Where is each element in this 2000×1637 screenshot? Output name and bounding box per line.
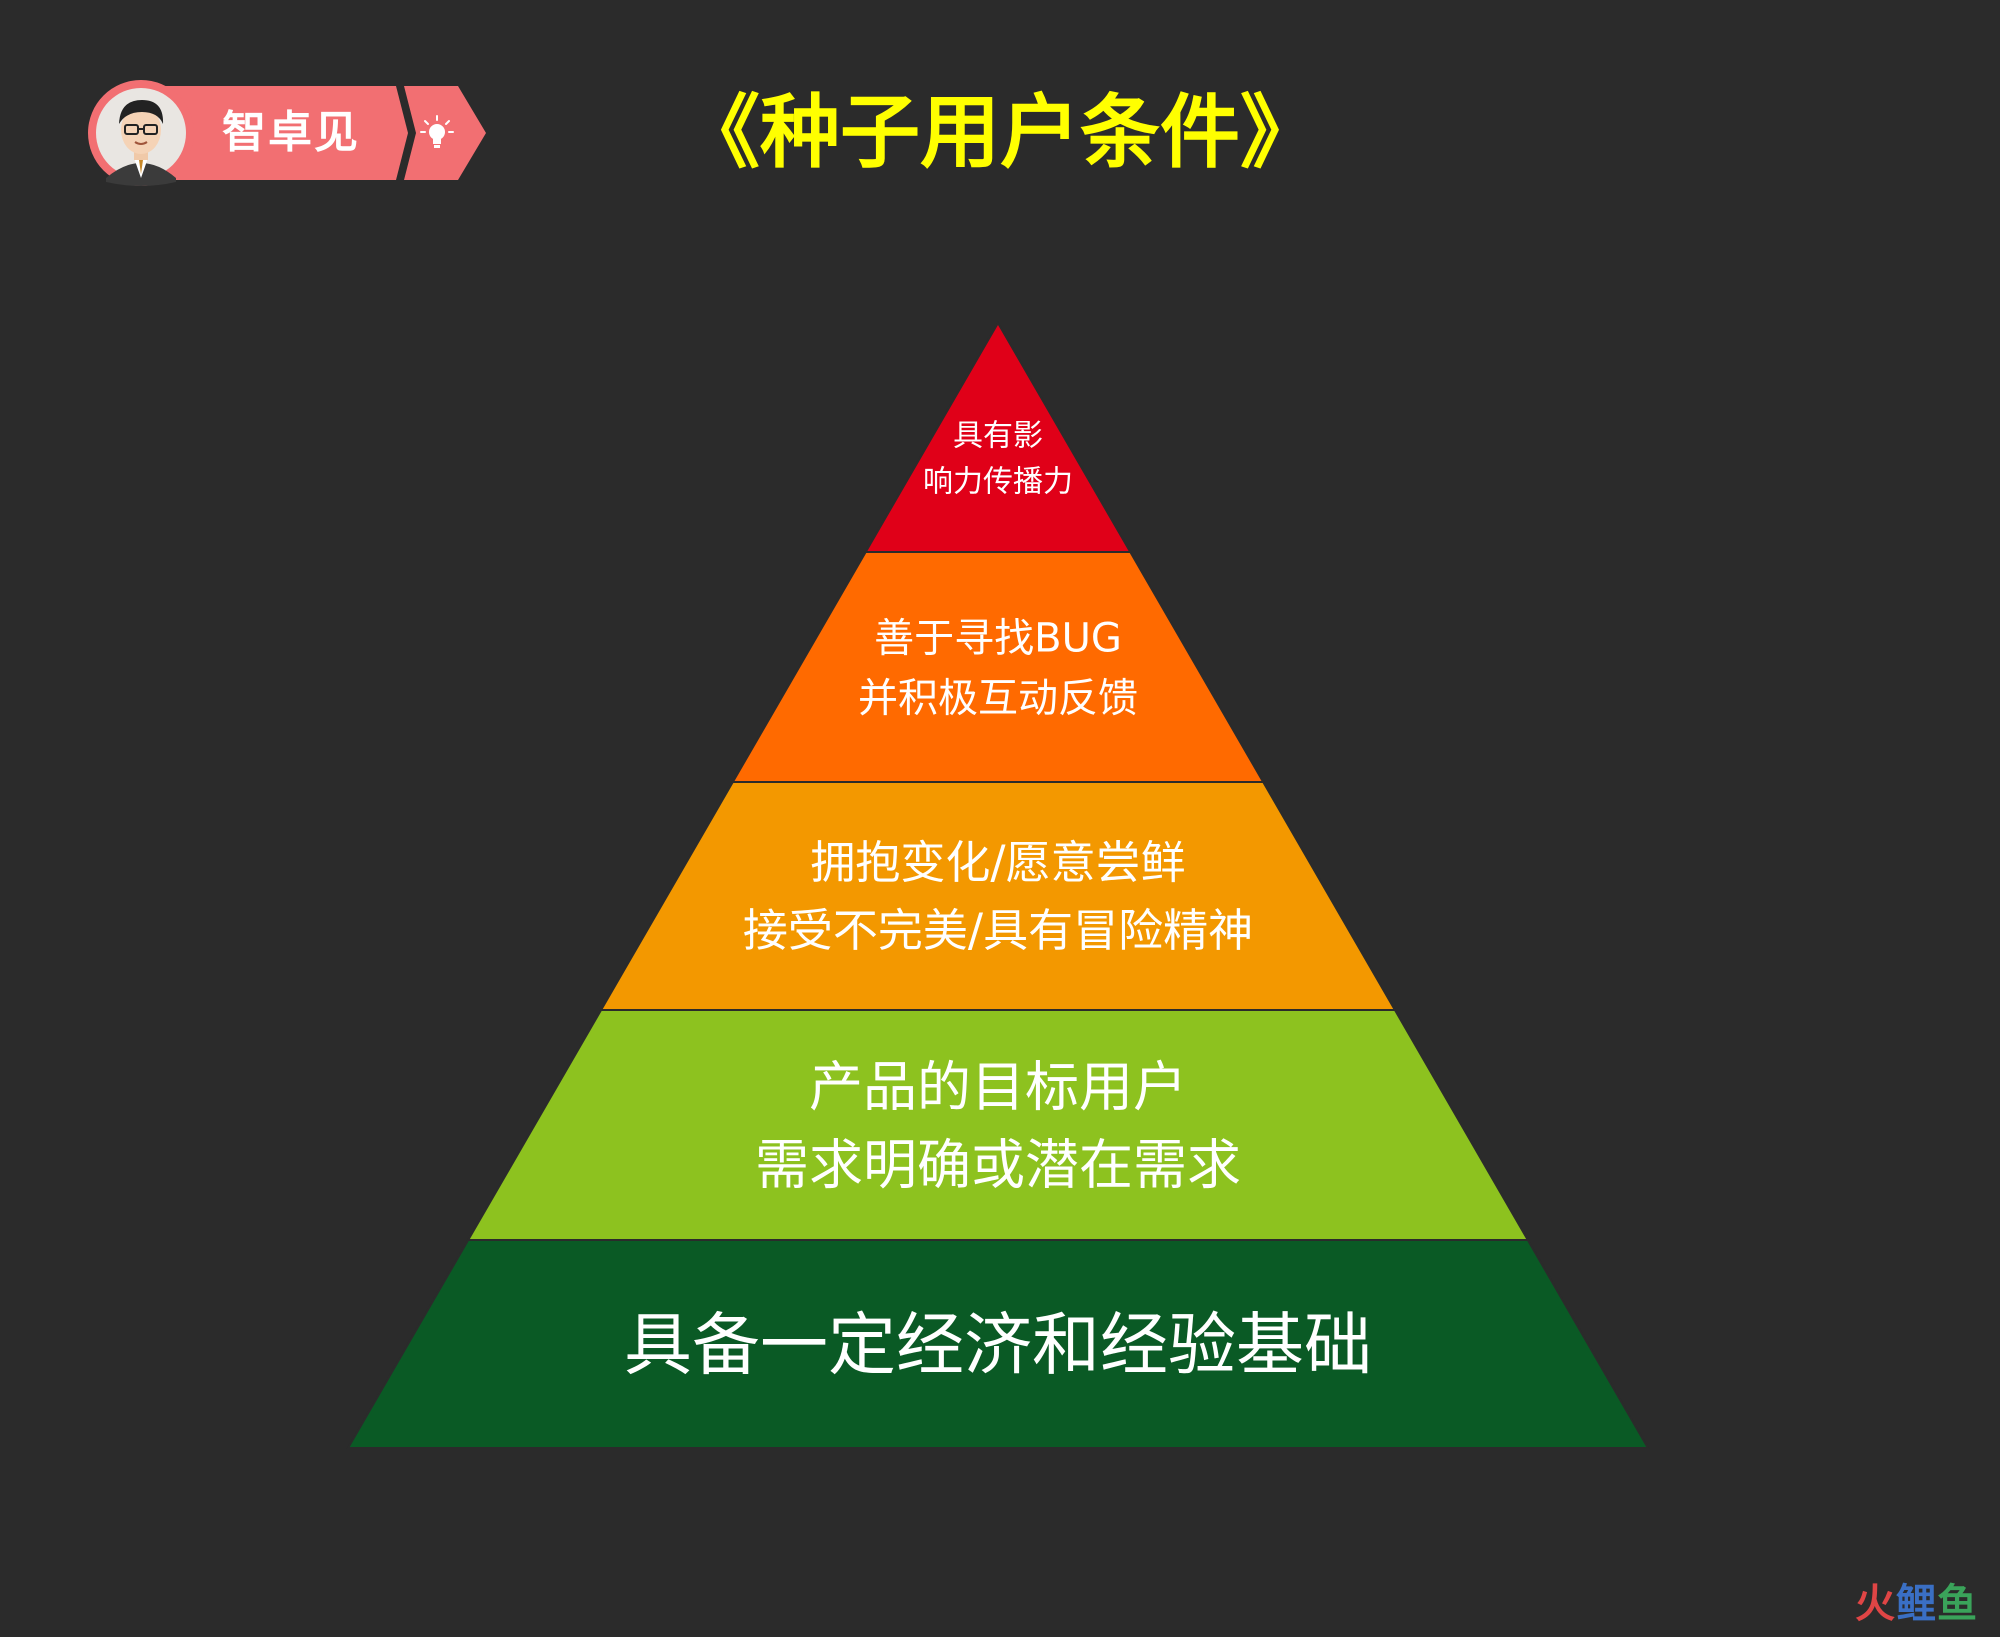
- pyramid-layer-3-line-2: 接受不完美/具有冒险精神: [743, 904, 1253, 957]
- pyramid-layer-1-line-2: 响力传播力: [923, 464, 1073, 499]
- brand-ribbon: [146, 86, 486, 180]
- pyramid-layer-3: [599, 781, 1397, 1011]
- pyramid-layer-4-line-1: 产品的目标用户: [809, 1055, 1187, 1118]
- watermark-part-2: 鲤: [1896, 1581, 1937, 1627]
- pyramid-layer-2-line-1: 善于寻找BUG: [874, 615, 1122, 661]
- lightbulb-icon: [420, 115, 454, 148]
- watermark-logo: 火鲤鱼: [1855, 1579, 1978, 1629]
- watermark-part-3: 鱼: [1937, 1581, 1978, 1627]
- brand-name: 智卓见: [222, 107, 360, 158]
- page-title: 《种子用户条件》: [0, 78, 2000, 188]
- pyramid-layer-4: [466, 1009, 1530, 1241]
- pyramid-layer-1-line-1: 具有影: [953, 418, 1043, 453]
- brand-badge: 智卓见: [86, 78, 496, 188]
- pyramid-layer-5: [346, 1239, 1650, 1449]
- page-title-text: 《种子用户条件》: [680, 86, 1320, 179]
- watermark-part-1: 火: [1855, 1581, 1896, 1627]
- pyramid-layers: [346, 321, 1650, 1449]
- pyramid-layer-4-line-2: 需求明确或潜在需求: [755, 1133, 1241, 1196]
- pyramid-layer-2: [731, 551, 1265, 783]
- pyramid-layer-2-line-2: 并积极互动反馈: [858, 675, 1138, 721]
- avatar: [88, 80, 194, 186]
- pyramid-layer-5-line-1: 具备一定经济和经验基础: [624, 1306, 1372, 1385]
- pyramid-layer-3-line-1: 拥抱变化/愿意尝鲜: [810, 836, 1185, 889]
